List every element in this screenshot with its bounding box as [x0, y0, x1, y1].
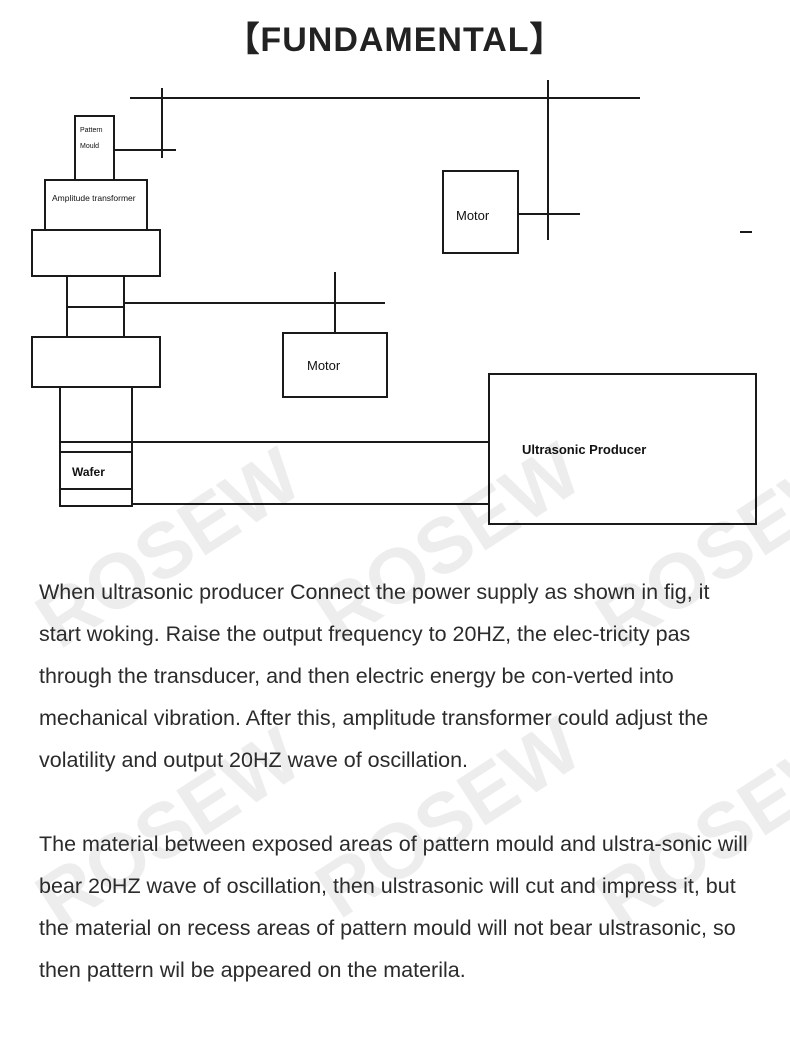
description-paragraph-2: The material between exposed areas of pa… — [39, 832, 748, 982]
motor-lower-box — [282, 332, 388, 398]
amplitude-transformer-label: Amplitude transformer — [52, 193, 136, 203]
motor-lower-label: Motor — [307, 358, 341, 373]
amplitude-transformer-box — [44, 179, 148, 231]
description-paragraph-1: When ultrasonic producer Connect the pow… — [39, 580, 710, 772]
ultrasonic-producer-box — [488, 373, 757, 525]
pattern-mould-label-line1: Pattern — [80, 127, 103, 134]
fundamental-diagram: Pattern Mould Amplitude transformer Wafe… — [31, 80, 757, 525]
motor-upper-label: Motor — [456, 208, 490, 223]
ultrasonic-producer-label: Ultrasonic Producer — [522, 442, 646, 457]
upper-block — [31, 229, 161, 277]
wafer-label: Wafer — [72, 465, 105, 479]
page-title: 【FUNDAMENTAL】 — [225, 21, 565, 59]
lower-block — [31, 336, 161, 388]
motor-upper-box — [442, 170, 519, 254]
transducer-stack — [59, 386, 133, 507]
pattern-mould-label-line2: Mould — [80, 143, 99, 150]
